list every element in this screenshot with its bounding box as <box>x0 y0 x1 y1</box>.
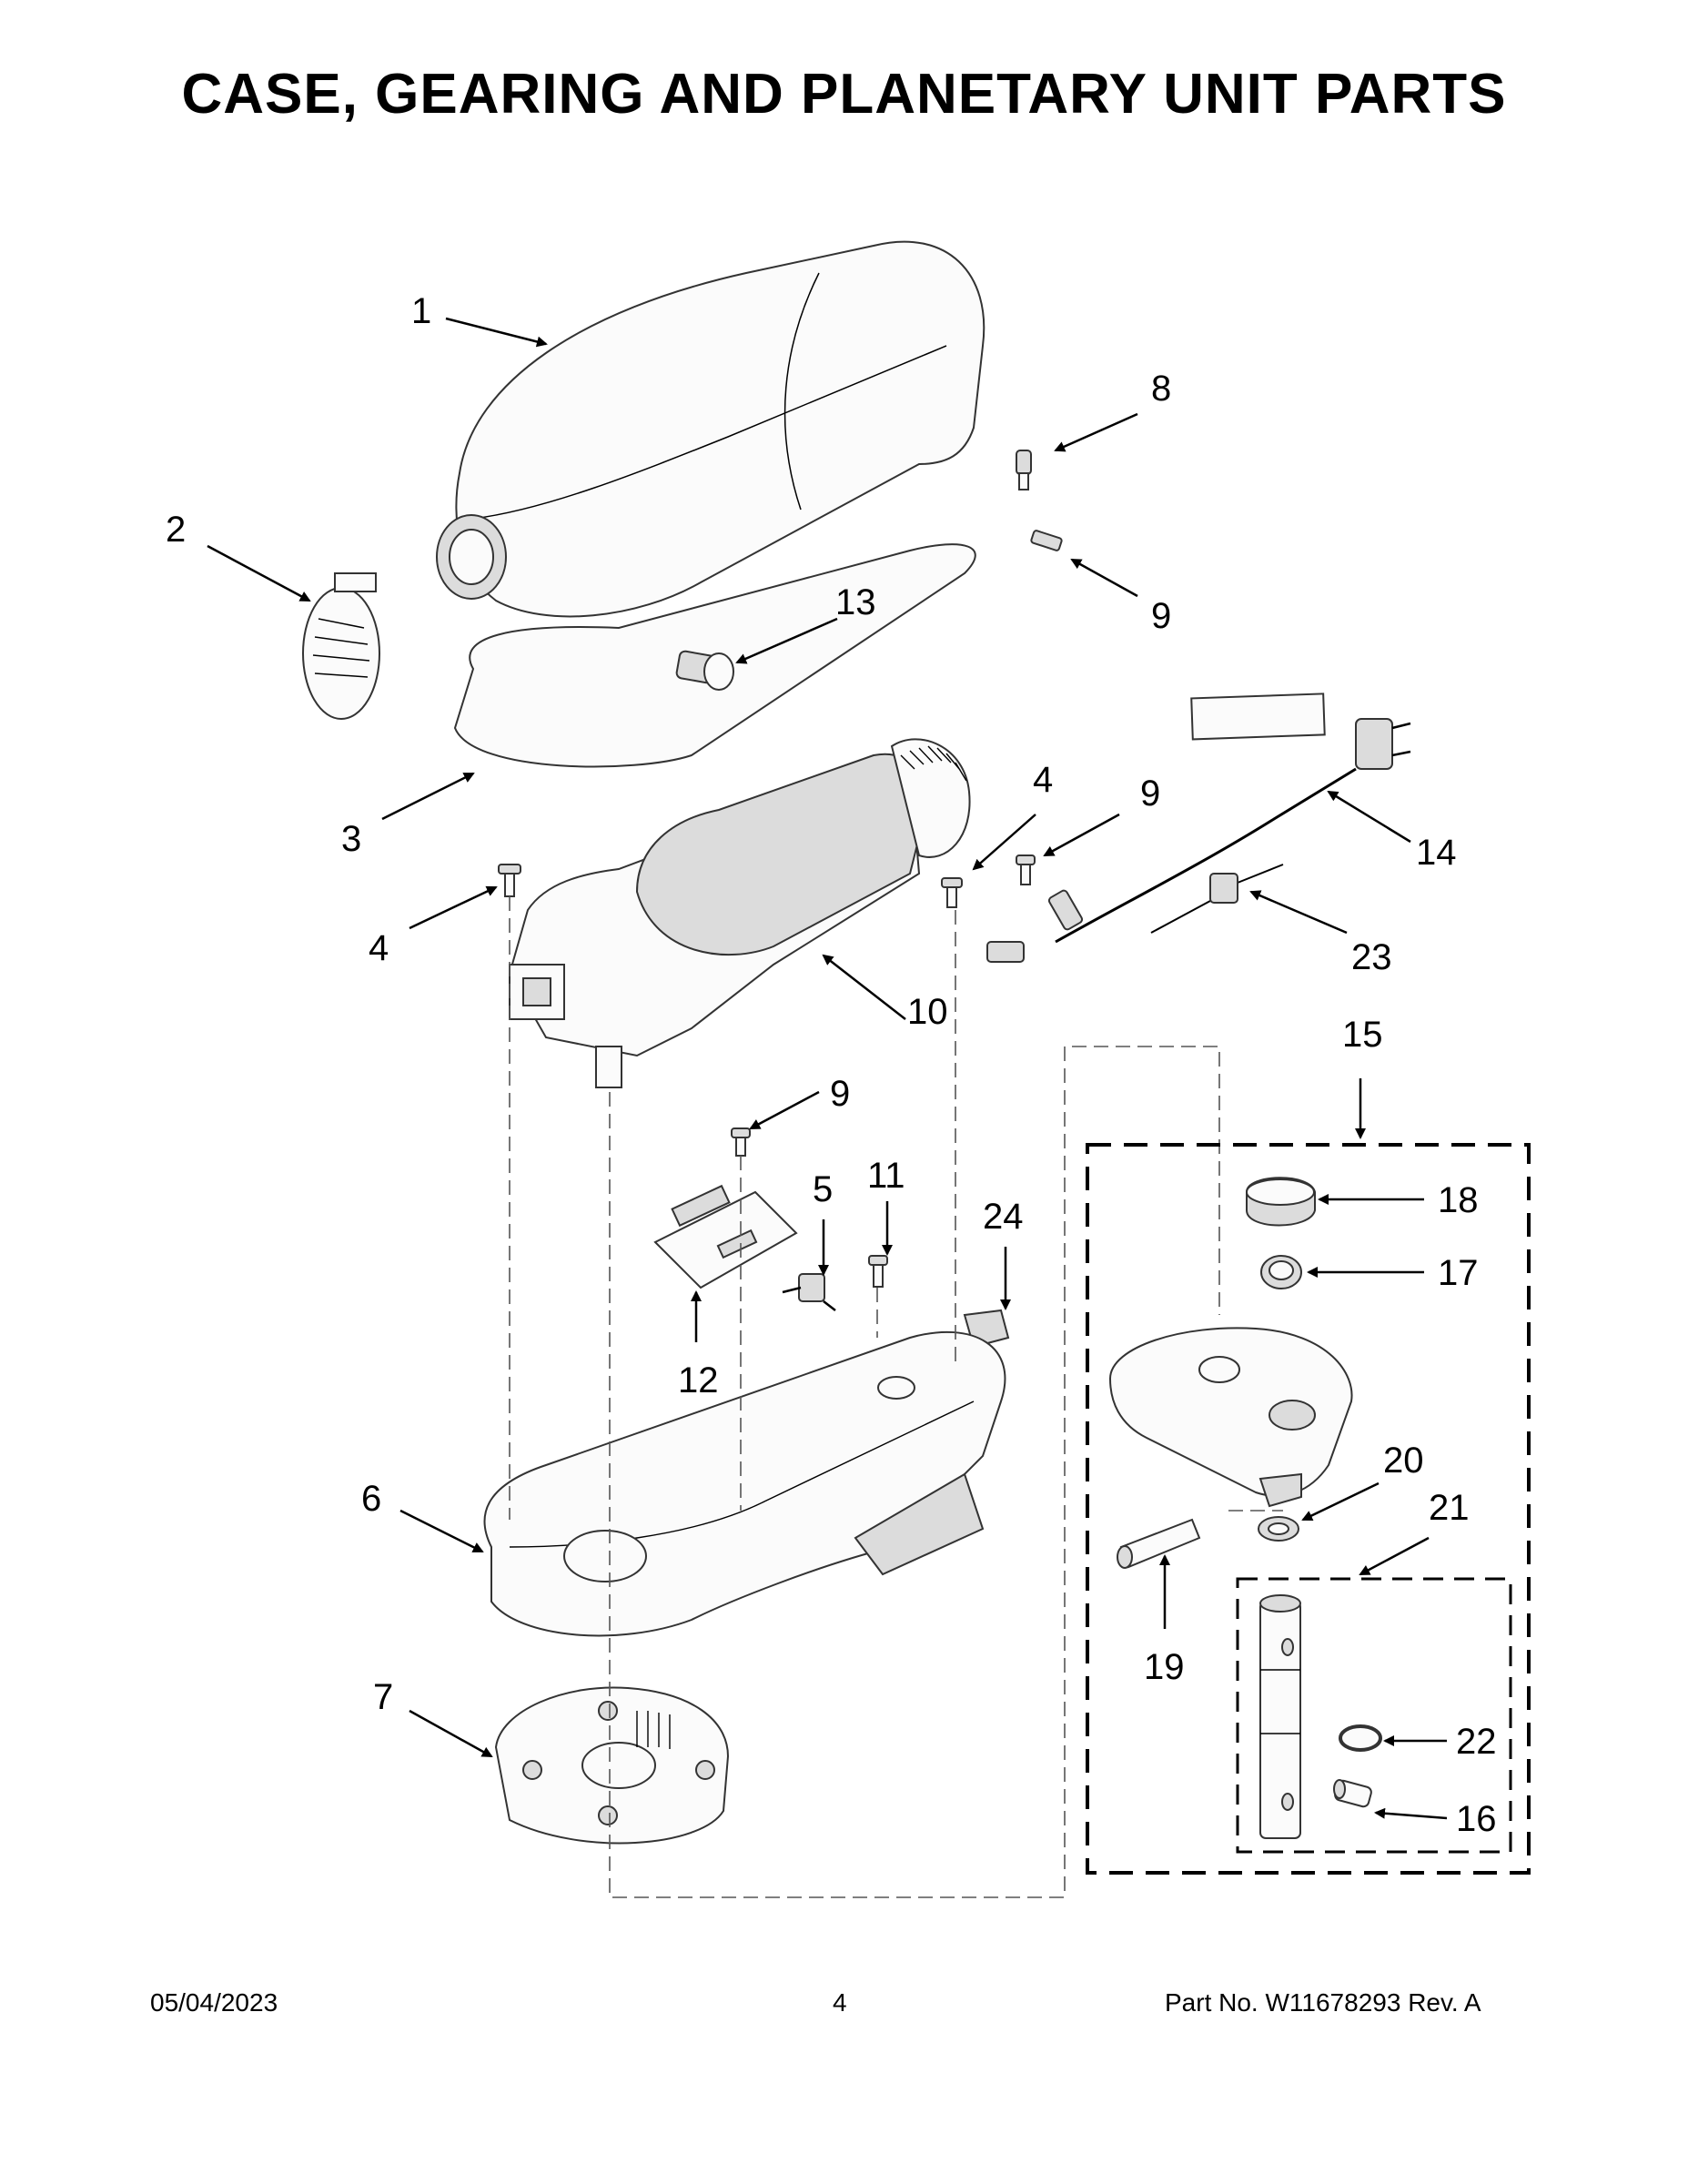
knob <box>675 650 734 691</box>
footer-date: 05/04/2023 <box>150 1988 278 2017</box>
callout-labels: 1 2 3 4 4 5 6 7 8 9 9 9 10 11 12 13 14 1… <box>166 291 1497 1839</box>
motor-housing <box>436 240 986 618</box>
callout-2: 2 <box>166 510 186 550</box>
callout-24: 24 <box>983 1197 1024 1237</box>
callout-16: 16 <box>1456 1799 1497 1839</box>
callout-20: 20 <box>1383 1441 1424 1481</box>
callout-3: 3 <box>341 819 361 859</box>
leader-lines <box>207 317 1448 1820</box>
gear-18 <box>1246 1177 1316 1227</box>
callout-17: 17 <box>1438 1253 1479 1293</box>
footer-part-number: Part No. W11678293 Rev. A <box>1165 1988 1481 2017</box>
callout-12: 12 <box>678 1360 719 1400</box>
screw-4-left <box>498 864 521 897</box>
callout-21: 21 <box>1429 1488 1470 1528</box>
callout-11: 11 <box>867 1156 905 1196</box>
screw-11 <box>868 1255 888 1288</box>
callout-6: 6 <box>361 1479 381 1519</box>
wire-connector <box>1150 864 1284 934</box>
callout-8: 8 <box>1151 369 1171 409</box>
callout-10: 10 <box>907 992 948 1032</box>
switch-part <box>782 1273 836 1311</box>
gear-housing <box>494 1686 730 1845</box>
callout-9-mid: 9 <box>830 1074 850 1114</box>
callout-9-right: 9 <box>1140 774 1160 814</box>
callout-14: 14 <box>1416 833 1457 873</box>
planetary-carrier <box>1108 1327 1353 1508</box>
alignment-lines <box>509 896 1283 1898</box>
retaining-ring-22 <box>1339 1724 1382 1752</box>
control-board <box>653 1184 798 1289</box>
callout-7: 7 <box>373 1677 393 1717</box>
screw-9-upper <box>1030 530 1063 551</box>
pin-16 <box>1333 1779 1372 1808</box>
power-cord <box>986 693 1411 963</box>
callout-15: 15 <box>1342 1015 1383 1055</box>
screw-8 <box>1016 450 1032 490</box>
pin-19 <box>1117 1518 1201 1569</box>
screw-9-mid <box>731 1127 751 1157</box>
callout-18: 18 <box>1438 1180 1479 1220</box>
page-title: CASE, GEARING AND PLANETARY UNIT PARTS <box>181 63 1507 126</box>
gear-case <box>483 1330 1006 1637</box>
motor-assembly <box>508 738 971 1088</box>
callout-5: 5 <box>813 1169 833 1209</box>
callout-13: 13 <box>835 582 876 622</box>
front-hub-cover <box>302 572 380 720</box>
callout-22: 22 <box>1456 1722 1497 1762</box>
footer-page-number: 4 <box>833 1988 847 2017</box>
callout-4-left: 4 <box>369 928 389 968</box>
screw-9-right <box>1016 854 1036 885</box>
shaft <box>1259 1594 1301 1839</box>
callout-9-upper: 9 <box>1151 596 1171 636</box>
planetary-unit-group-box <box>1086 1143 1531 1875</box>
callout-4-right: 4 <box>1033 760 1053 800</box>
shaft-assembly-group-box <box>1236 1577 1512 1854</box>
bushing-17 <box>1260 1255 1302 1289</box>
callout-1: 1 <box>411 291 431 331</box>
callout-19: 19 <box>1144 1647 1185 1687</box>
washer-20 <box>1258 1516 1299 1542</box>
screw-4-right <box>941 877 963 908</box>
callout-23: 23 <box>1351 937 1392 977</box>
